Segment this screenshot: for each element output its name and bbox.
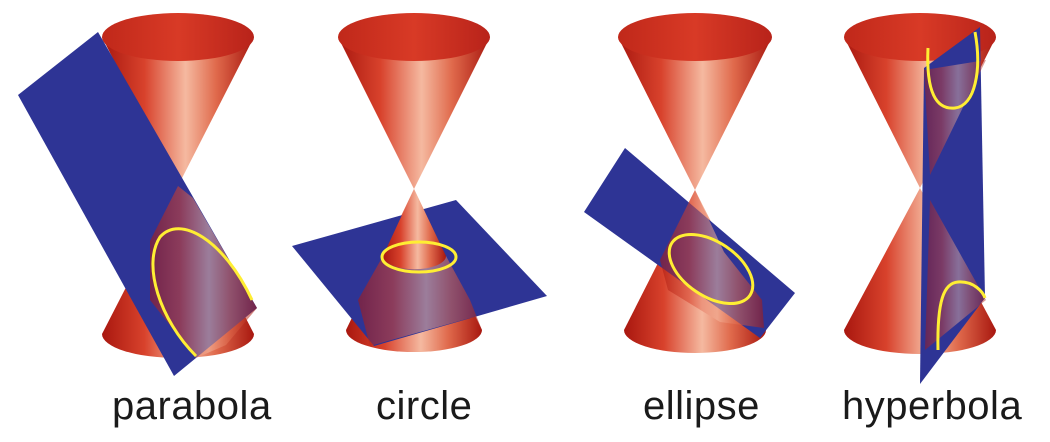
lower-cone-through-plane: [358, 256, 482, 346]
hyperbola-upper-branch: [926, 31, 980, 110]
upper-cone: [338, 37, 490, 189]
parabola-curve: [151, 227, 254, 358]
upper-cone-cap: [618, 13, 772, 61]
cone-upper-section: [383, 189, 446, 270]
label-ellipse: ellipse: [643, 384, 760, 428]
hyperbola-figure: [844, 13, 996, 384]
cone-through-plane-upper: [924, 60, 986, 175]
label-parabola: parabola: [112, 384, 272, 428]
label-circle: circle: [376, 384, 473, 428]
upper-cone: [618, 37, 772, 190]
ellipse-curve: [667, 232, 755, 306]
upper-cone-cap: [102, 13, 254, 61]
circle-curve: [380, 240, 458, 274]
circle-figure: [292, 13, 547, 352]
upper-cone: [102, 37, 254, 186]
lower-cone-through-plane: [660, 190, 764, 328]
upper-cone-cap: [338, 13, 490, 61]
ellipse-figure: [584, 13, 795, 353]
label-hyperbola: hyperbola: [842, 384, 1023, 428]
parabola-figure: [18, 13, 257, 376]
hyperbola-lower-branch: [936, 280, 987, 351]
